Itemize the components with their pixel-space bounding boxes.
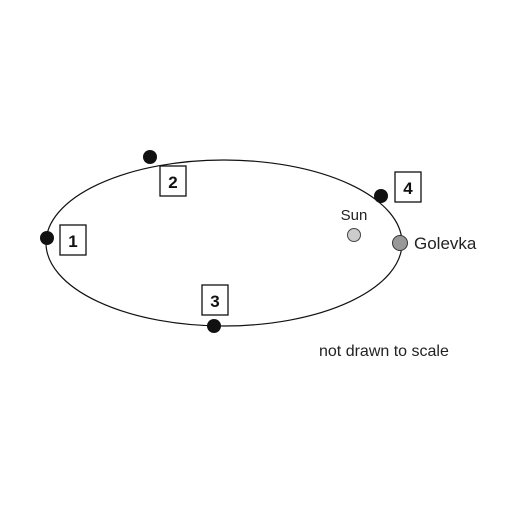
scale-note: not drawn to scale: [319, 343, 449, 360]
sun-label: Sun: [341, 207, 368, 224]
position-3-number: 3: [210, 292, 219, 311]
position-1-number: 1: [68, 232, 77, 251]
position-1-box: [59, 224, 87, 256]
position-1-dot: [40, 231, 54, 245]
position-2-number: 2: [168, 173, 177, 192]
position-3-box: [201, 284, 229, 316]
position-3-dot: [207, 319, 221, 333]
position-4-box: [394, 171, 422, 203]
golevka-icon: [392, 235, 408, 251]
position-2-box: [159, 165, 187, 197]
golevka-label: Golevka: [414, 234, 477, 253]
position-4-dot: [374, 189, 388, 203]
position-4-number: 4: [403, 179, 413, 198]
sun-icon: [347, 228, 361, 242]
position-2-dot: [143, 150, 157, 164]
